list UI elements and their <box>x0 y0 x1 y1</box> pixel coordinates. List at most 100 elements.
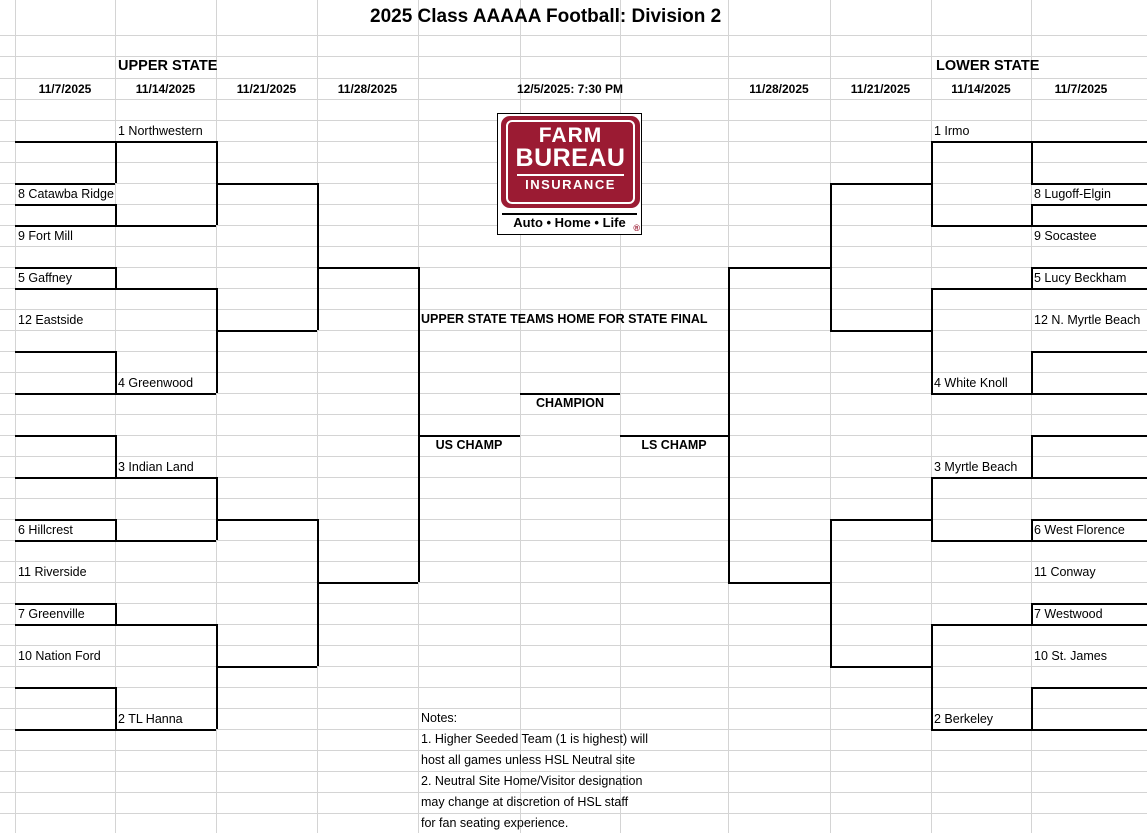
bracket-r3-line <box>830 330 931 332</box>
bracket-r1-connector <box>1031 603 1033 624</box>
bracket-r1-connector <box>115 435 117 477</box>
team-us-seed8: 8 Catawba Ridge <box>18 187 114 201</box>
grid-line-h <box>0 687 1147 688</box>
grid-line-v <box>931 0 932 833</box>
bracket-r1-line <box>1031 435 1147 437</box>
bracket-r2-line <box>115 477 216 479</box>
logo-tagline-divider <box>502 213 637 215</box>
team-us-seed4: 4 Greenwood <box>118 376 194 390</box>
grid-line-v <box>520 0 521 833</box>
champion-label: CHAMPION <box>535 396 605 410</box>
grid-line-h <box>0 645 1147 646</box>
bracket-r4-line <box>317 582 418 584</box>
grid-line-h <box>0 56 1147 57</box>
ls-champ-label: LS CHAMP <box>641 438 707 452</box>
grid-line-h <box>0 813 1147 814</box>
date-header-left-r3: 11/21/2025 <box>236 82 297 96</box>
bracket-r1-line <box>15 288 115 290</box>
bracket-r1-connector <box>1031 687 1033 729</box>
bracket-r1-line <box>1031 519 1147 521</box>
date-header-final: 12/5/2025: 7:30 PM <box>516 82 624 96</box>
us-champ-label: US CHAMP <box>435 438 503 452</box>
team-us-seed6: 6 Hillcrest <box>18 523 73 537</box>
bracket-r2-line <box>115 141 216 143</box>
grid-line-h <box>0 624 1147 625</box>
team-us-seed7: 7 Greenville <box>18 607 85 621</box>
bracket-r3-line <box>216 666 317 668</box>
team-us-seed11: 11 Riverside <box>18 565 87 579</box>
bracket-r2-connector <box>216 624 218 729</box>
grid-line-h <box>0 372 1147 373</box>
bracket-r1-connector <box>1031 141 1033 183</box>
bracket-r1-line <box>15 624 115 626</box>
grid-line-h <box>0 246 1147 247</box>
bracket-r4-line <box>728 582 830 584</box>
team-us-seed1: 1 Northwestern <box>118 124 203 138</box>
bracket-r1-line <box>15 729 115 731</box>
bracket-r1-line <box>1031 204 1147 206</box>
bracket-r1-connector <box>1031 351 1033 393</box>
notes-heading: Notes: <box>421 711 458 725</box>
bracket-r1-connector <box>1031 204 1033 225</box>
grid-line-h <box>0 435 1147 436</box>
bracket-r4-connector <box>728 267 730 582</box>
notes-line-1: 1. Higher Seeded Team (1 is highest) wil… <box>421 732 648 746</box>
grid-line-h <box>0 792 1147 793</box>
bracket-r2-line <box>115 288 216 290</box>
logo-divider <box>517 174 624 176</box>
date-header-left-r2: 11/14/2025 <box>135 82 196 96</box>
bracket-r3-line <box>830 183 931 185</box>
grid-line-h <box>0 603 1147 604</box>
bracket-r2-connector <box>216 477 218 540</box>
grid-line-h <box>0 708 1147 709</box>
logo-text-farm: FARM <box>538 124 603 147</box>
grid-line-h <box>0 729 1147 730</box>
bracket-r2-line <box>931 225 1031 227</box>
team-ls-seed5: 5 Lucy Beckham <box>1034 271 1127 285</box>
logo-tagline: Auto • Home • Life <box>513 215 626 230</box>
grid-line-h <box>0 771 1147 772</box>
bracket-r3-line <box>216 330 317 332</box>
bracket-r1-line <box>15 141 115 143</box>
bracket-r1-line <box>1031 729 1147 731</box>
bracket-r1-line <box>15 687 115 689</box>
bracket-r1-connector <box>115 267 117 288</box>
bracket-r1-line <box>1031 351 1147 353</box>
grid-line-h <box>0 35 1147 36</box>
team-us-seed9: 9 Fort Mill <box>18 229 73 243</box>
bracket-r4-line <box>317 267 418 269</box>
team-us-seed5: 5 Gaffney <box>18 271 72 285</box>
bracket-r4-line <box>728 267 830 269</box>
bracket-r2-connector <box>931 288 933 393</box>
date-header-right-r2: 11/14/2025 <box>951 82 1011 96</box>
champion-line <box>520 393 620 395</box>
grid-line-h <box>0 78 1147 79</box>
grid-line-h <box>0 414 1147 415</box>
team-ls-seed7: 7 Westwood <box>1034 607 1103 621</box>
ls-champ-line <box>620 435 728 437</box>
team-ls-seed4: 4 White Knoll <box>934 376 1008 390</box>
date-header-right-r1: 11/7/2025 <box>1054 82 1108 96</box>
bracket-r3-line <box>830 519 931 521</box>
bracket-r2-line <box>115 393 216 395</box>
bracket-r1-line <box>15 540 115 542</box>
date-header-right-r3: 11/21/2025 <box>850 82 911 96</box>
bracket-r1-line <box>1031 183 1147 185</box>
grid-line-h <box>0 456 1147 457</box>
bracket-r1-line <box>1031 267 1147 269</box>
grid-line-v <box>216 0 217 833</box>
grid-line-h <box>0 477 1147 478</box>
notes-line-4: may change at discretion of HSL staff <box>421 795 629 809</box>
bracket-r1-connector <box>115 519 117 540</box>
bracket-r4-connector <box>418 267 420 582</box>
bracket-r3-line <box>830 666 931 668</box>
registered-trademark-icon: ® <box>633 223 640 233</box>
bracket-r2-connector <box>216 288 218 393</box>
bracket-r2-line <box>931 141 1031 143</box>
bracket-r2-line <box>931 477 1031 479</box>
bracket-r1-line <box>1031 141 1147 143</box>
bracket-r2-line <box>931 288 1031 290</box>
grid-line-h <box>0 498 1147 499</box>
grid-line-h <box>0 540 1147 541</box>
bracket-r1-connector <box>115 603 117 624</box>
